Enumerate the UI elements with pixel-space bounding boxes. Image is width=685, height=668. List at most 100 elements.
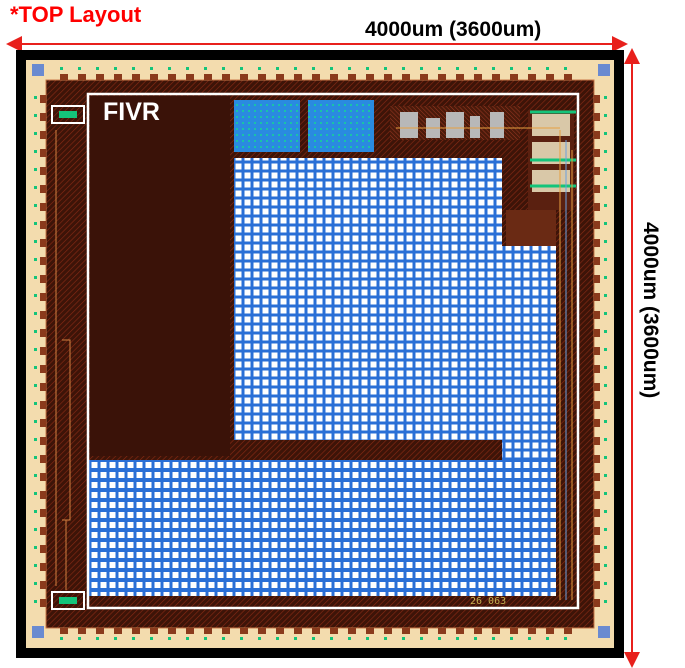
pad-mark xyxy=(34,492,37,495)
pad-mark xyxy=(474,67,477,70)
page-title: *TOP Layout xyxy=(10,2,142,27)
pad-mark xyxy=(604,132,607,135)
pad-mark xyxy=(40,347,46,355)
pad-mark xyxy=(604,150,607,153)
pad-mark xyxy=(384,67,387,70)
pad-mark xyxy=(604,600,607,603)
pad-mark xyxy=(40,455,46,463)
vertical-dimension-label: 4000um (3600um) xyxy=(639,222,662,399)
pad-mark xyxy=(34,510,37,513)
pad-mark xyxy=(258,67,261,70)
pad-marks xyxy=(32,64,610,640)
pad-mark xyxy=(34,456,37,459)
pad-mark xyxy=(604,294,607,297)
pad-mark xyxy=(366,74,374,80)
pad-mark xyxy=(604,240,607,243)
pad-mark xyxy=(294,67,297,70)
pad-mark xyxy=(366,637,369,640)
pad-mark xyxy=(150,628,158,634)
pad-mark xyxy=(78,74,86,80)
pad-mark xyxy=(594,419,600,427)
pad-mark xyxy=(168,637,171,640)
pad-mark xyxy=(258,628,266,634)
pad-mark xyxy=(402,637,405,640)
pad-mark xyxy=(594,275,600,283)
bottom-left-pad-fill xyxy=(59,597,77,604)
pad-mark xyxy=(294,637,297,640)
pad-mark xyxy=(348,74,356,80)
pad-mark xyxy=(594,131,600,139)
pad-mark xyxy=(40,563,46,571)
pad-mark xyxy=(114,67,117,70)
pad-mark xyxy=(40,221,46,229)
pad-mark xyxy=(78,67,81,70)
pad-mark xyxy=(604,402,607,405)
pad-mark xyxy=(222,628,230,634)
pad-mark xyxy=(240,637,243,640)
pad-mark xyxy=(34,96,37,99)
pad-mark xyxy=(604,312,607,315)
pad-mark xyxy=(222,637,225,640)
pad-mark xyxy=(604,276,607,279)
pad-mark xyxy=(594,563,600,571)
pad-mark xyxy=(594,257,600,265)
pad-mark xyxy=(604,420,607,423)
pad-mark xyxy=(456,67,459,70)
pad-mark xyxy=(384,74,392,80)
pad-mark xyxy=(492,637,495,640)
pad-mark xyxy=(40,365,46,373)
pad-mark xyxy=(456,628,464,634)
pad-mark xyxy=(456,637,459,640)
pad-mark xyxy=(564,637,567,640)
pad-mark xyxy=(594,383,600,391)
pad-mark xyxy=(34,600,37,603)
pad-mark xyxy=(604,546,607,549)
pad-mark xyxy=(40,167,46,175)
pad-mark xyxy=(276,74,284,80)
pad-mark xyxy=(604,258,607,261)
pad-mark xyxy=(564,628,572,634)
pad-mark xyxy=(40,599,46,607)
pad-mark xyxy=(604,456,607,459)
pad-mark xyxy=(204,628,212,634)
pad-mark xyxy=(594,527,600,535)
right-inductor-strip xyxy=(502,246,556,440)
pad-mark xyxy=(294,74,302,80)
pad-mark xyxy=(96,74,104,80)
pad-mark xyxy=(40,401,46,409)
pad-mark xyxy=(604,366,607,369)
chip-number-label: 26 063 xyxy=(470,596,507,607)
pad-mark xyxy=(604,96,607,99)
pad-mark xyxy=(222,74,230,80)
pad-mark xyxy=(34,204,37,207)
pad-mark xyxy=(204,74,212,80)
pad-mark xyxy=(96,628,104,634)
pad-mark xyxy=(40,473,46,481)
pad-mark xyxy=(420,637,423,640)
pad-mark xyxy=(312,628,320,634)
pad-mark xyxy=(546,637,549,640)
pad-mark xyxy=(34,348,37,351)
pad-mark xyxy=(240,74,248,80)
pad-mark xyxy=(276,637,279,640)
pad-mark xyxy=(594,473,600,481)
pad-mark xyxy=(604,528,607,531)
pad-mark xyxy=(594,203,600,211)
pad-mark xyxy=(258,637,261,640)
top-left-pad-box xyxy=(51,105,85,124)
pad-mark xyxy=(32,64,44,76)
pad-mark xyxy=(330,67,333,70)
pad-mark xyxy=(438,637,441,640)
pad-mark xyxy=(276,628,284,634)
pad-mark xyxy=(594,113,600,121)
pad-mark xyxy=(34,528,37,531)
pad-mark xyxy=(594,95,600,103)
pad-mark xyxy=(402,67,405,70)
pad-mark xyxy=(604,564,607,567)
pad-mark xyxy=(492,74,500,80)
pad-mark xyxy=(492,67,495,70)
bottom-left-pad-box xyxy=(51,591,85,610)
pad-mark xyxy=(474,637,477,640)
pad-mark xyxy=(312,74,320,80)
